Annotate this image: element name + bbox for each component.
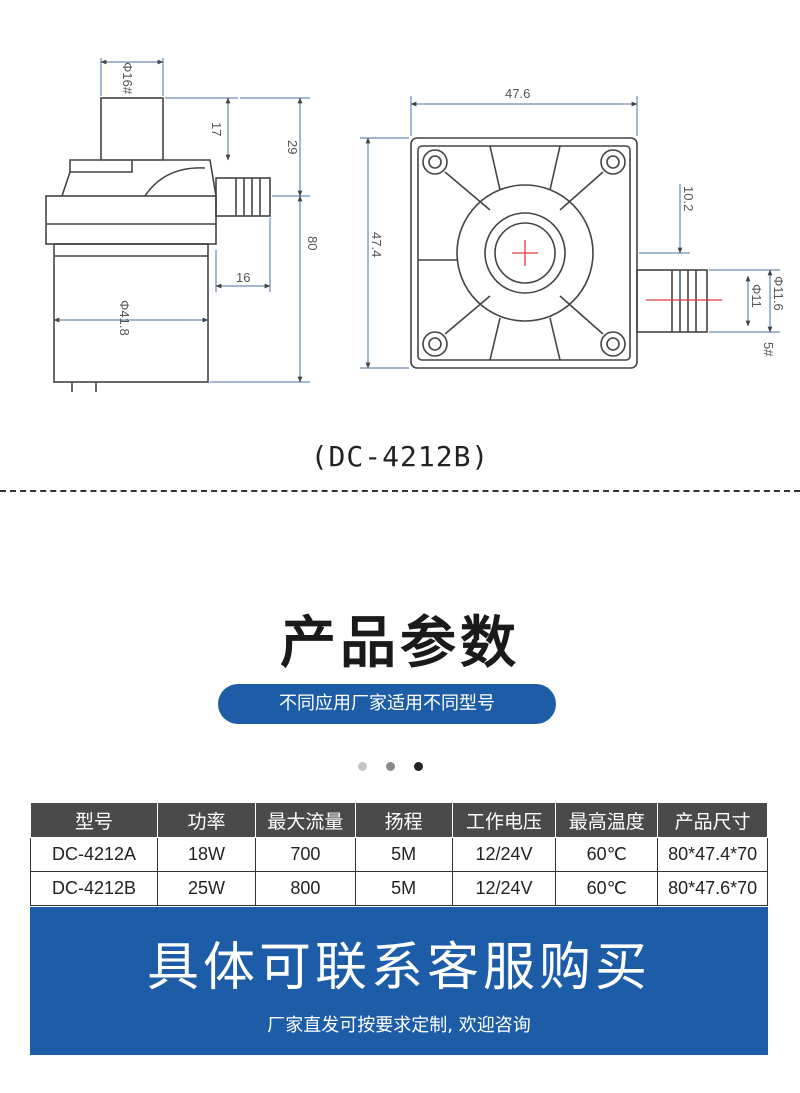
dot-3 xyxy=(414,762,423,771)
side-view xyxy=(45,97,271,392)
svg-text:47.6: 47.6 xyxy=(505,86,530,101)
model-caption: (DC-4212B) xyxy=(310,440,490,473)
banner-headline: 具体可联系客服购买 xyxy=(146,938,651,998)
cell-head: 5M xyxy=(354,871,453,906)
technical-drawing: Φ16# 17 29 80 16 Φ41.8 xyxy=(45,58,786,392)
svg-text:Φ41.8: Φ41.8 xyxy=(117,300,132,336)
top-view-labels: 47.6 47.4 10.2 Φ11.6 Φ11 5# xyxy=(369,86,786,357)
svg-text:17: 17 xyxy=(209,122,224,136)
header-voltage: 工作电压 xyxy=(451,802,557,838)
cell-model: DC-4212A xyxy=(30,837,158,872)
spec-table: 型号 功率 最大流量 扬程 工作电压 最高温度 产品尺寸 DC-4212A 18… xyxy=(30,802,768,906)
top-view-dimensions xyxy=(360,96,780,369)
section-subtitle-pill: 不同应用厂家适用不同型号 xyxy=(218,684,556,724)
banner-subtext: 厂家直发可按要求定制, 欢迎咨询 xyxy=(267,1015,531,1036)
header-size: 产品尺寸 xyxy=(657,802,768,838)
cell-voltage: 12/24V xyxy=(451,871,557,906)
header-max-flow: 最大流量 xyxy=(255,802,356,838)
svg-text:80: 80 xyxy=(305,236,320,250)
top-view-centerlines xyxy=(512,240,722,301)
table-header-row: 型号 功率 最大流量 扬程 工作电压 最高温度 产品尺寸 xyxy=(30,802,768,838)
cell-max-temp: 60℃ xyxy=(555,871,659,906)
top-view xyxy=(410,137,708,369)
cell-max-flow: 800 xyxy=(255,871,356,906)
dot-1 xyxy=(358,762,367,771)
table-row: DC-4212A 18W 700 5M 12/24V 60℃ 80*47.4*7… xyxy=(30,837,768,872)
svg-text:29: 29 xyxy=(285,140,300,154)
section-title: 产品参数 xyxy=(280,611,520,676)
contact-banner: 具体可联系客服购买 厂家直发可按要求定制, 欢迎咨询 xyxy=(30,907,768,1055)
header-head: 扬程 xyxy=(354,802,453,838)
header-power: 功率 xyxy=(156,802,257,838)
dashed-divider xyxy=(0,490,800,492)
cell-size: 80*47.6*70 xyxy=(657,871,768,906)
pagination-dots xyxy=(358,762,428,772)
cell-model: DC-4212B xyxy=(30,871,158,906)
table-row: DC-4212B 25W 800 5M 12/24V 60℃ 80*47.6*7… xyxy=(30,871,768,906)
dot-2 xyxy=(386,762,395,771)
svg-text:Φ11.6: Φ11.6 xyxy=(771,276,786,311)
svg-text:47.4: 47.4 xyxy=(369,232,384,257)
cell-max-flow: 700 xyxy=(255,837,356,872)
header-max-temp: 最高温度 xyxy=(555,802,659,838)
svg-text:Φ16#: Φ16# xyxy=(120,62,135,95)
cell-power: 18W xyxy=(156,837,257,872)
side-view-labels: Φ16# 17 29 80 16 Φ41.8 xyxy=(117,62,320,336)
svg-text:10.2: 10.2 xyxy=(681,186,696,211)
cell-head: 5M xyxy=(354,837,453,872)
cell-power: 25W xyxy=(156,871,257,906)
cell-max-temp: 60℃ xyxy=(555,837,659,872)
header-model: 型号 xyxy=(30,802,158,838)
side-view-dimensions xyxy=(53,58,310,383)
svg-text:Φ11: Φ11 xyxy=(749,284,764,308)
svg-text:16: 16 xyxy=(236,270,250,285)
cell-size: 80*47.4*70 xyxy=(657,837,768,872)
cell-voltage: 12/24V xyxy=(451,837,557,872)
svg-text:5#: 5# xyxy=(761,342,776,357)
